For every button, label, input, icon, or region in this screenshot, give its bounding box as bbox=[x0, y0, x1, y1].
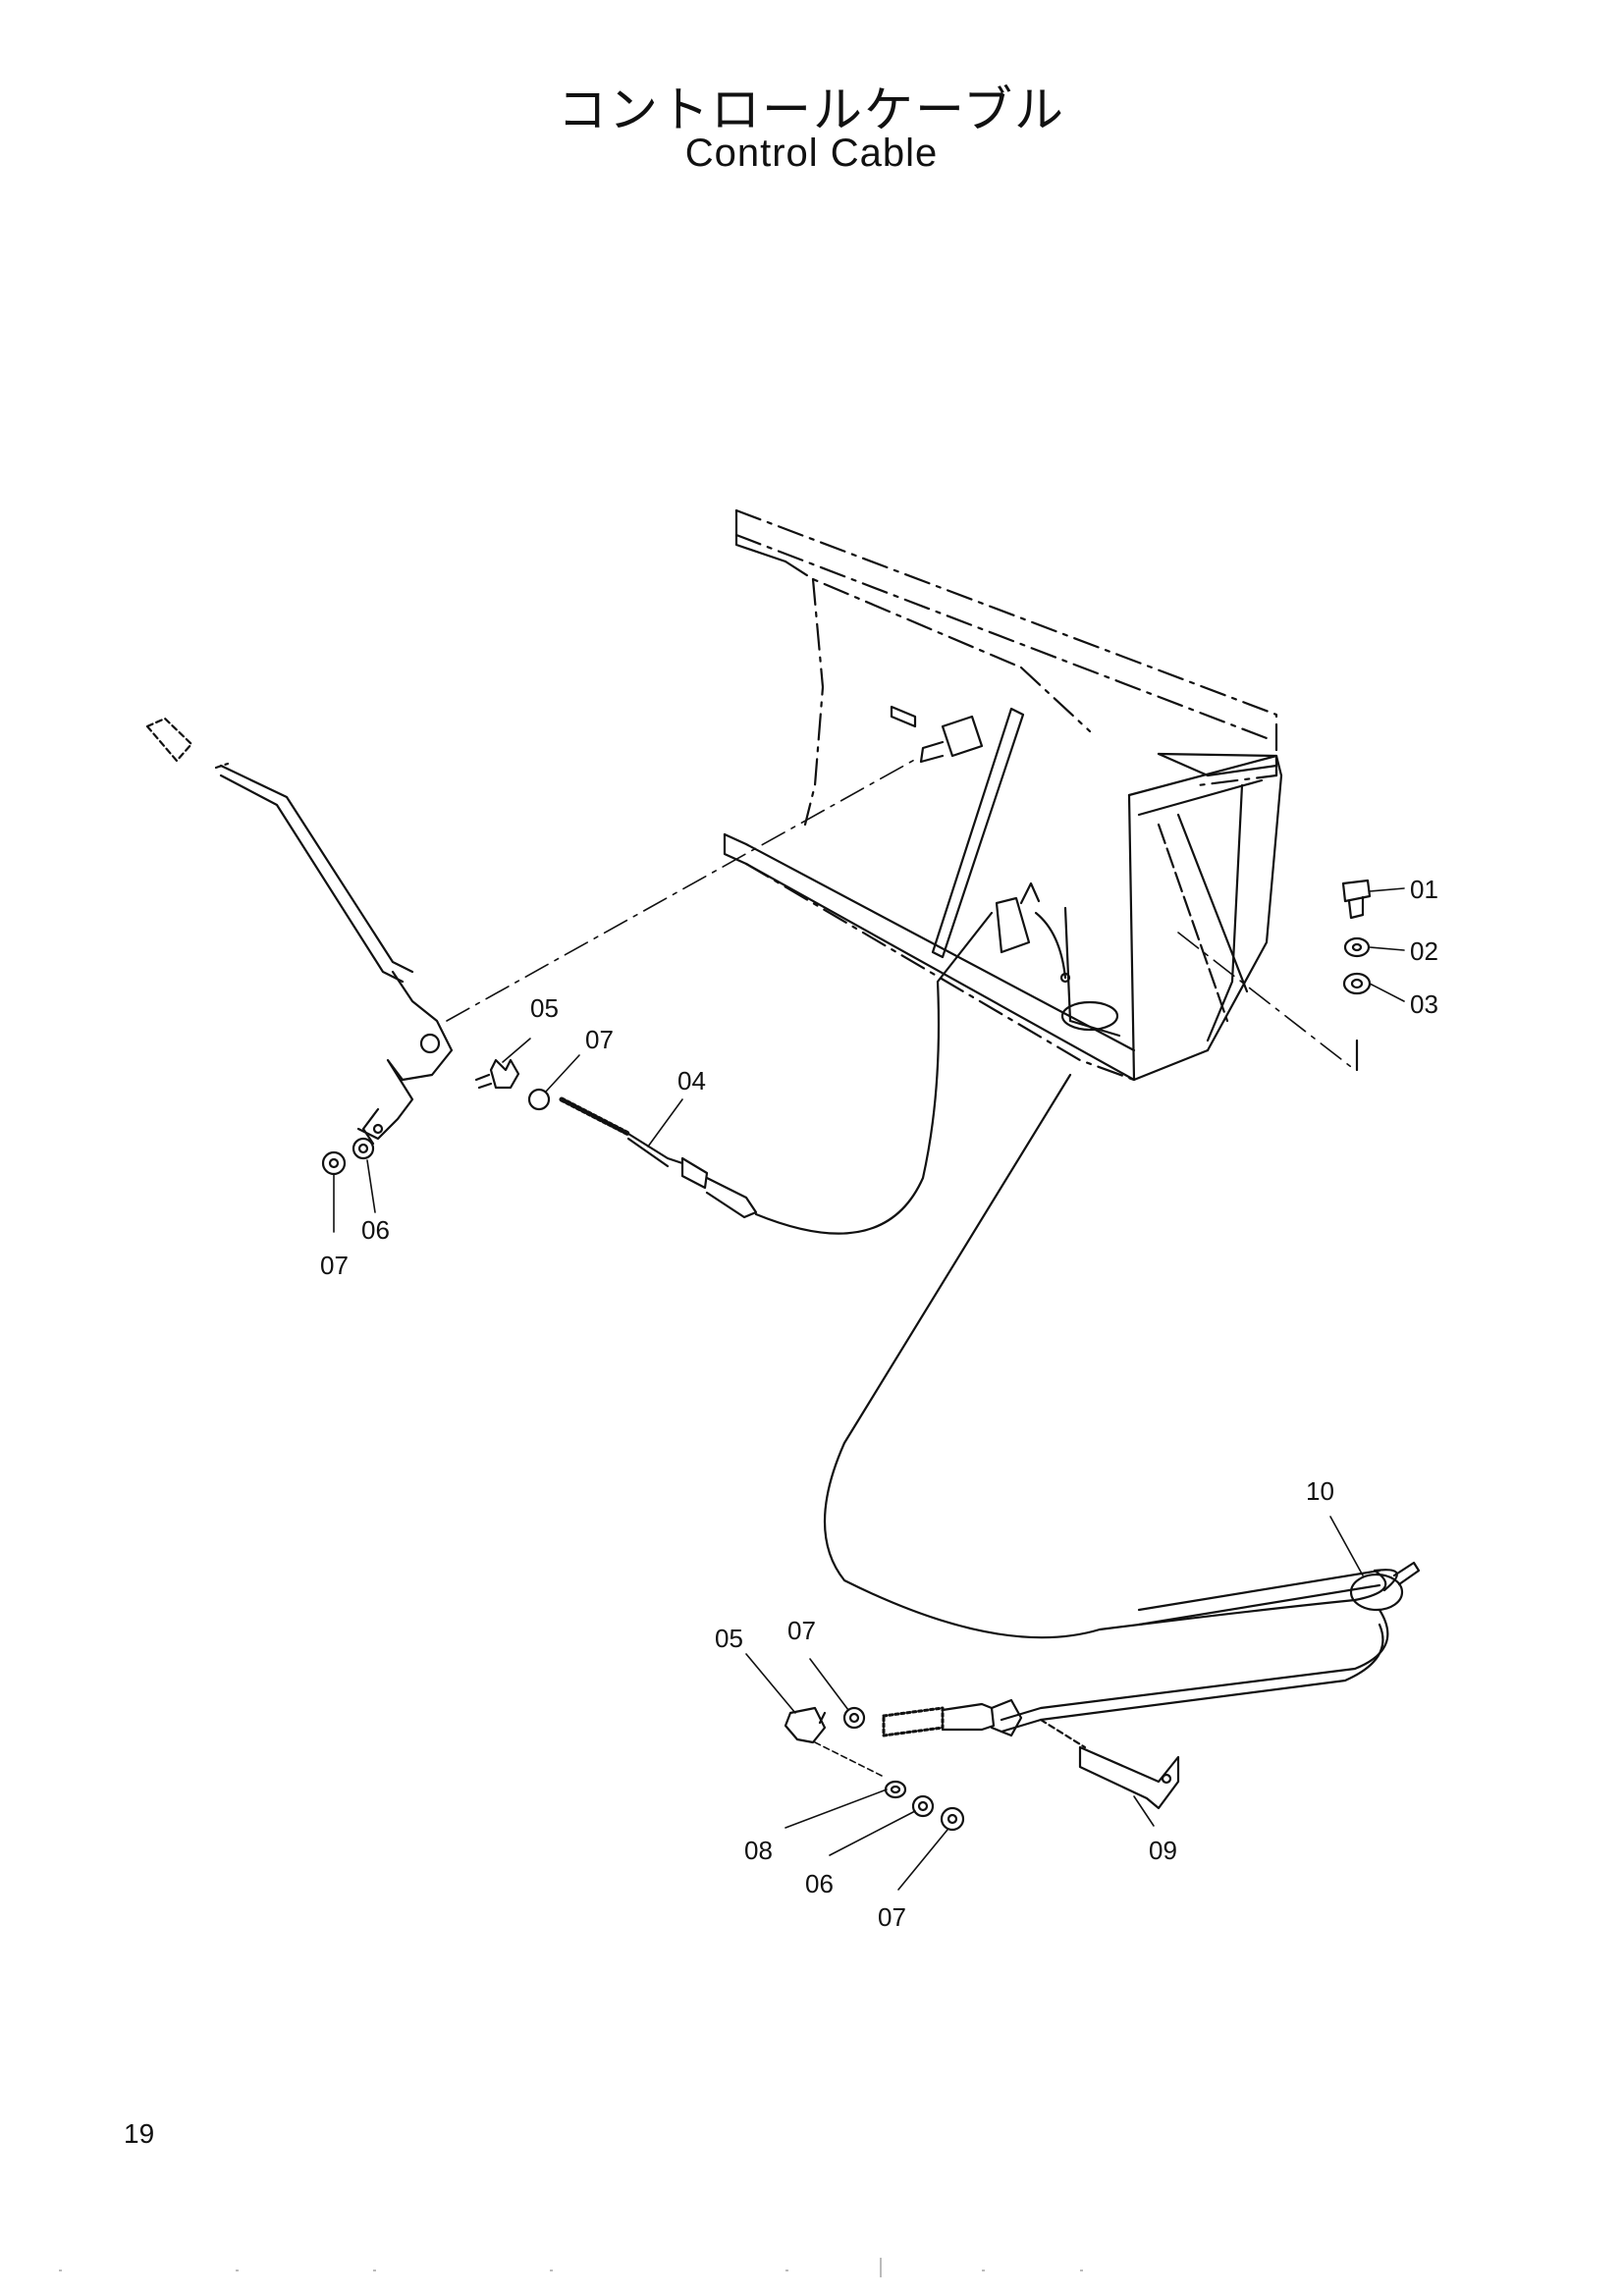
callout-05-lower: 05 bbox=[715, 1624, 743, 1653]
control-lever bbox=[145, 717, 919, 1146]
right-bolt-stack bbox=[1177, 879, 1372, 1072]
callout-09: 09 bbox=[1149, 1836, 1177, 1865]
callout-07-bottom: 07 bbox=[878, 1902, 906, 1932]
callout-07-upper: 07 bbox=[585, 1025, 614, 1054]
cable-04 bbox=[559, 911, 994, 1235]
callout-08: 08 bbox=[744, 1836, 773, 1865]
callout-01: 01 bbox=[1410, 875, 1438, 904]
callout-10: 10 bbox=[1306, 1476, 1334, 1506]
callout-03: 03 bbox=[1410, 989, 1438, 1019]
callout-07-lower: 07 bbox=[787, 1616, 816, 1645]
console-frame bbox=[723, 508, 1283, 1082]
callout-06-upper: 06 bbox=[361, 1215, 390, 1245]
callout-06-lower: 06 bbox=[805, 1869, 834, 1898]
callout-02: 02 bbox=[1410, 936, 1438, 966]
page-title-english: Control Cable bbox=[684, 132, 939, 175]
page-title-japanese: コントロールケーブル bbox=[558, 81, 1065, 138]
scan-artifacts bbox=[59, 2258, 1083, 2277]
callout-labels: 01 02 03 04 05 07 06 07 10 05 07 08 06 0… bbox=[320, 875, 1438, 1932]
left-hardware bbox=[321, 1058, 551, 1176]
callout-04: 04 bbox=[677, 1066, 706, 1095]
lower-hardware bbox=[784, 1706, 965, 1832]
page-number: 19 bbox=[124, 2118, 155, 2149]
callout-05-upper: 05 bbox=[530, 993, 559, 1023]
lower-cable bbox=[824, 1073, 1421, 1810]
leader-lines bbox=[333, 887, 1405, 1891]
callout-07-left: 07 bbox=[320, 1251, 349, 1280]
